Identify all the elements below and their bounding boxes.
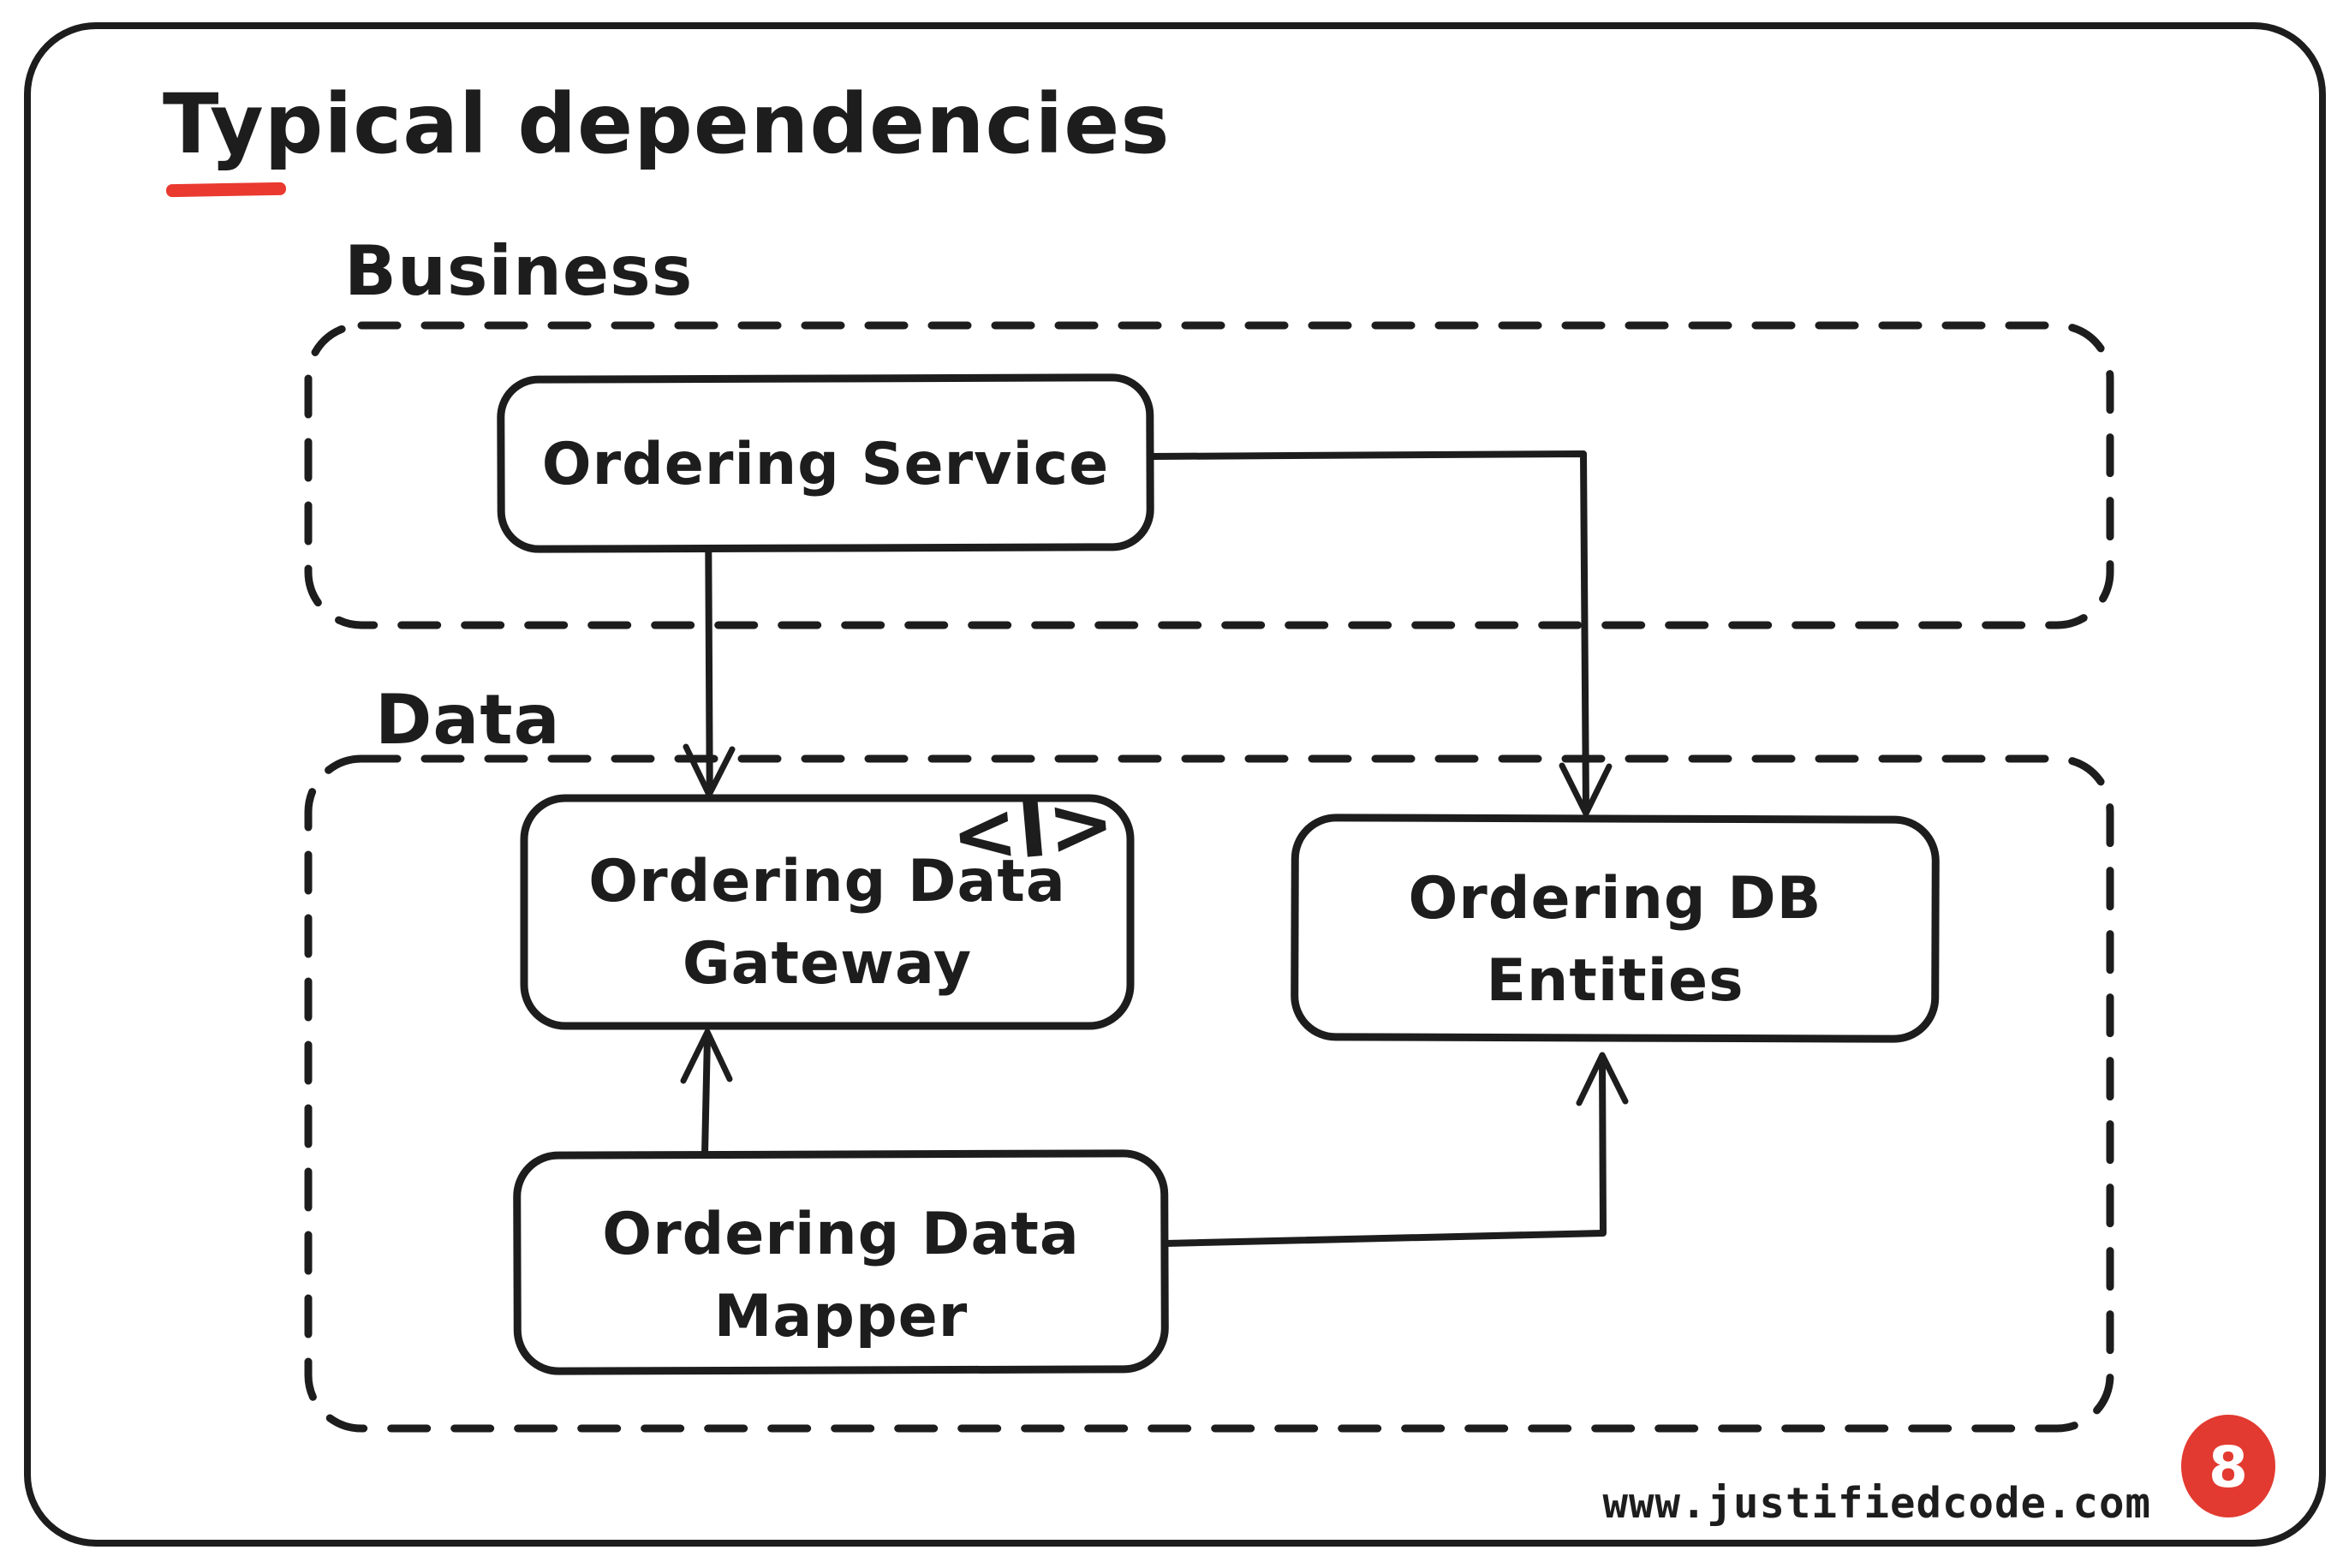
node-ordering-data-gateway-label-line1: Ordering Data <box>588 848 1065 915</box>
node-ordering-service-box <box>497 373 1154 553</box>
page-number-badge <box>2181 1415 2275 1517</box>
node-ordering-data-mapper-label-line2: Mapper <box>714 1283 969 1350</box>
node-ordering-db-entities-label-line1: Ordering DB <box>1408 865 1821 933</box>
page-number: 8 <box>2209 1434 2248 1500</box>
footer: www.justifiedcode.com 8 <box>1602 1415 2275 1528</box>
node-ordering-db-entities-label-line2: Entities <box>1486 947 1744 1015</box>
edge-mapper-to-db-entities <box>1163 1052 1629 1247</box>
layer-business: Business <box>304 231 2114 629</box>
layer-data-label: Data <box>375 680 561 760</box>
node-ordering-data-gateway-box <box>520 794 1135 1030</box>
node-ordering-data-mapper-box <box>513 1149 1169 1375</box>
node-ordering-service: Ordering Service <box>497 373 1154 553</box>
node-ordering-data-mapper: Ordering Data Mapper <box>513 1149 1169 1375</box>
node-ordering-db-entities-box <box>1291 814 1940 1043</box>
website-url: www.justifiedcode.com <box>1602 1479 2151 1528</box>
node-ordering-data-gateway-label-line2: Gateway <box>683 930 972 998</box>
layer-business-boundary <box>304 321 2114 629</box>
node-ordering-data-gateway: Ordering Data Gateway <I> <box>520 777 1135 1030</box>
edge-mapper-to-gateway <box>680 1028 733 1158</box>
node-ordering-data-mapper-label-line1: Ordering Data <box>602 1201 1079 1268</box>
interface-stereotype-marker: <I> <box>947 777 1118 882</box>
node-ordering-service-label: Ordering Service <box>542 431 1109 498</box>
title-red-underline <box>166 182 287 198</box>
node-ordering-db-entities: Ordering DB Entities <box>1291 814 1940 1043</box>
layer-data-boundary <box>304 754 2114 1433</box>
layer-data: Data <box>304 680 2114 1433</box>
page-title: Typical dependencies <box>163 76 1171 172</box>
edges <box>680 450 1629 1247</box>
layer-business-label: Business <box>344 231 693 311</box>
edge-service-to-db-entities <box>1148 450 1613 817</box>
